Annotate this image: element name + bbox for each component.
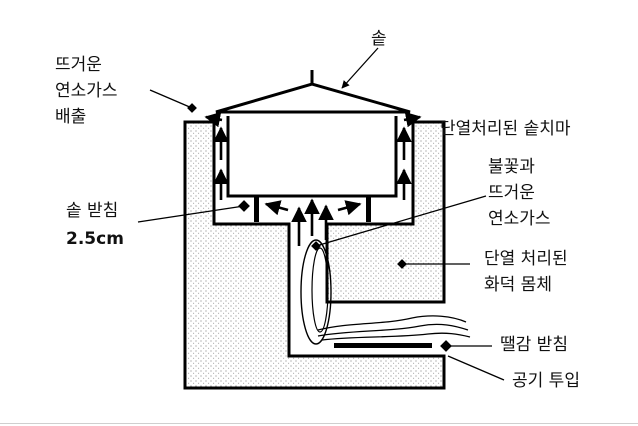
label-insulated-body-line1: 단열 처리된 <box>484 249 568 269</box>
wood-sticks <box>317 315 471 341</box>
pot-support-right <box>366 196 371 222</box>
label-air-inlet: 공기 투입 <box>512 371 580 391</box>
pot-support-left <box>254 196 259 222</box>
label-fuel-shelf: 땔감 받침 <box>500 335 568 355</box>
fuel-shelf <box>334 343 432 348</box>
label-flame-gas-line1: 불꽃과 <box>488 157 535 177</box>
label-pot-skirt: 단열처리된 솥치마 <box>440 119 571 139</box>
label-pot: 솥 <box>371 29 387 49</box>
pot-body <box>226 116 398 198</box>
label-hot-gas-line2: 연소가스 <box>55 81 118 101</box>
label-insulated-body-line2: 화덕 몸체 <box>484 275 552 295</box>
label-hot-gas-line3: 배출 <box>55 107 87 127</box>
label-pot-support: 솥 받침 <box>66 201 119 221</box>
flame-inner <box>311 247 329 333</box>
leader-lines <box>137 47 505 381</box>
flame-outer <box>300 239 332 345</box>
label-flame-gas-line2: 뜨거운 <box>488 183 535 203</box>
label-pot-support-size: 2.5cm <box>66 229 124 249</box>
label-hot-gas-line1: 뜨거운 <box>55 55 102 75</box>
pot-lid <box>215 82 411 114</box>
bottom-rule <box>0 423 638 424</box>
label-flame-gas-line3: 연소가스 <box>488 209 551 229</box>
gas-arrows <box>204 111 422 246</box>
